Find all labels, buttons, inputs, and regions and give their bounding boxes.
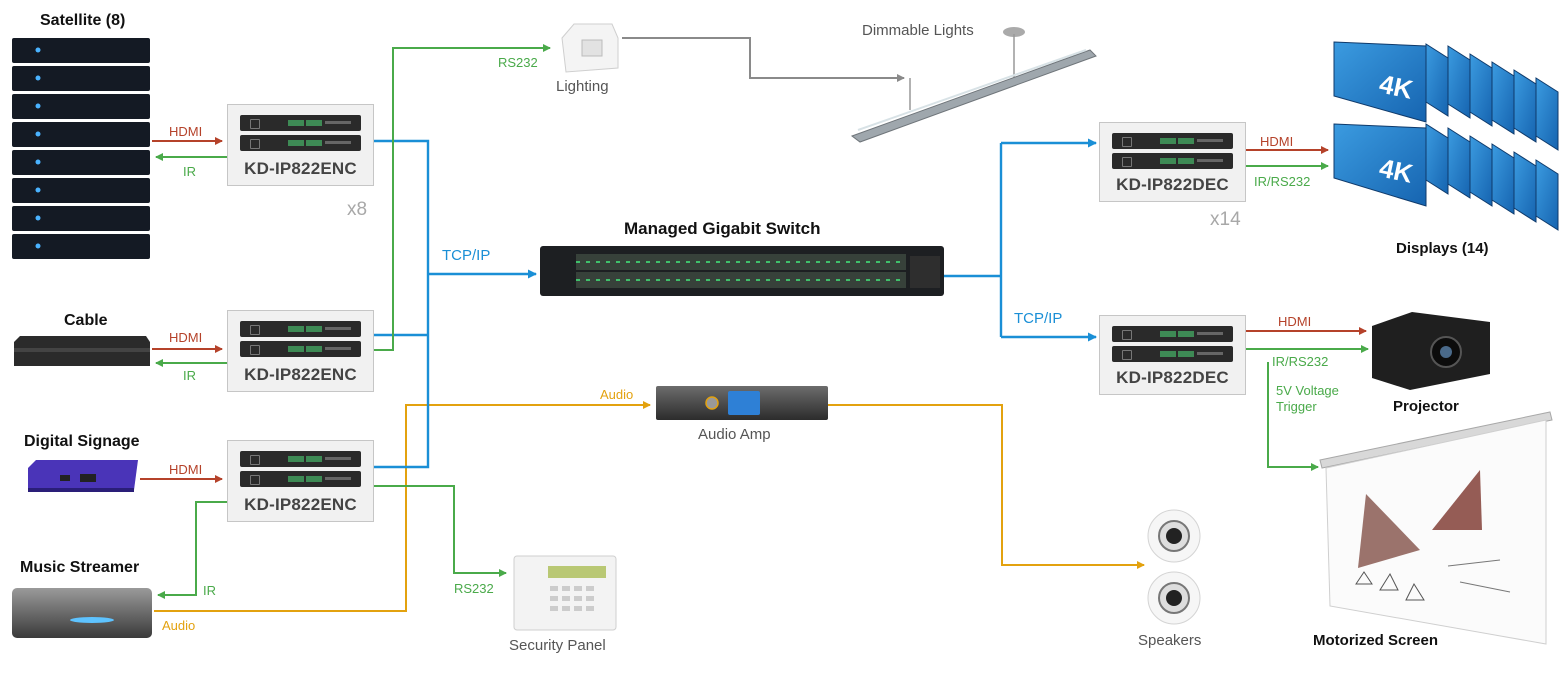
security-panel-label: Security Panel	[509, 637, 606, 654]
audio-label-amp: Audio	[600, 387, 634, 402]
displays-title: Displays (14)	[1396, 240, 1489, 257]
displays-icon	[1333, 41, 1559, 231]
dimmable-lights-label: Dimmable Lights	[862, 22, 974, 39]
projector-title: Projector	[1393, 398, 1459, 415]
encoder-satellite: KD-IP822ENC	[227, 104, 374, 186]
tcpip-label-encoders: TCP/IP	[442, 247, 491, 264]
voltage-trigger-label-line1: 5V Voltage	[1276, 383, 1339, 398]
ir-label-satellite: IR	[183, 164, 196, 179]
satellite-title: Satellite (8)	[40, 12, 126, 29]
switch-title: Managed Gigabit Switch	[624, 219, 821, 238]
decoder-model-label: KD-IP822DEC	[1116, 175, 1229, 194]
decoder-projector: KD-IP822DEC	[1099, 315, 1246, 395]
lighting-label: Lighting	[556, 78, 609, 95]
hdmi-label-cable: HDMI	[169, 330, 203, 345]
digital-signage-title: Digital Signage	[24, 433, 140, 450]
encoder-unit	[240, 471, 361, 487]
hdmi-label-displays: HDMI	[1260, 134, 1294, 149]
encoder-unit	[240, 115, 361, 131]
encoder-multiplier: x8	[347, 199, 368, 220]
signage-player-icon	[28, 460, 138, 492]
decoder-unit	[1112, 153, 1233, 169]
display-badge-top: 4K	[1377, 69, 1416, 105]
encoder-unit	[240, 135, 361, 151]
voltage-trigger-label-line2: Trigger	[1276, 399, 1317, 414]
decoder-displays: KD-IP822DEC	[1099, 122, 1246, 202]
display-badge-bottom: 4K	[1377, 153, 1416, 189]
rs232-label-security: RS232	[454, 581, 494, 596]
ir-rs232-label-displays: IR/RS232	[1254, 174, 1311, 189]
audio-amp-icon	[656, 386, 828, 420]
hdmi-label-signage: HDMI	[169, 462, 203, 477]
lighting-controller-icon	[561, 23, 619, 73]
encoder-cable: KD-IP822ENC	[227, 310, 374, 392]
dimmable-light-icon	[850, 27, 1097, 143]
hdmi-label-projector: HDMI	[1278, 314, 1312, 329]
encoder-model-label: KD-IP822ENC	[244, 495, 357, 514]
decoder-unit	[1112, 346, 1233, 362]
audio-label-streamer: Audio	[162, 618, 196, 633]
projector-icon	[1372, 312, 1490, 390]
ir-label-cable: IR	[183, 368, 196, 383]
cable-title: Cable	[64, 312, 108, 329]
encoder-signage: KD-IP822ENC	[227, 440, 374, 522]
speakers-icon	[1147, 509, 1201, 625]
encoder-model-label: KD-IP822ENC	[244, 159, 357, 178]
speakers-label: Speakers	[1138, 632, 1202, 649]
music-streamer-title: Music Streamer	[20, 559, 140, 576]
encoder-model-label: KD-IP822ENC	[244, 365, 357, 384]
cable-box-icon	[14, 336, 150, 366]
encoder-unit	[240, 451, 361, 467]
encoder-unit	[240, 321, 361, 337]
ir-rs232-label-projector: IR/RS232	[1272, 354, 1329, 369]
satellite-receivers-icon	[12, 38, 150, 259]
rs232-label-lighting: RS232	[498, 55, 538, 70]
ir-label-streamer: IR	[203, 583, 216, 598]
decoder-model-label: KD-IP822DEC	[1116, 368, 1229, 387]
decoder-unit	[1112, 133, 1233, 149]
security-panel-icon	[513, 555, 617, 631]
decoder-multiplier: x14	[1210, 209, 1241, 230]
hdmi-label-satellite: HDMI	[169, 124, 203, 139]
audio-amp-label: Audio Amp	[698, 426, 771, 443]
music-streamer-icon	[12, 588, 152, 638]
encoder-unit	[240, 341, 361, 357]
tcpip-label-decoders: TCP/IP	[1014, 310, 1063, 327]
decoder-unit	[1112, 326, 1233, 342]
network-switch-icon	[540, 246, 944, 296]
motorized-screen-title: Motorized Screen	[1313, 632, 1439, 649]
motorized-screen-icon	[1319, 411, 1553, 645]
